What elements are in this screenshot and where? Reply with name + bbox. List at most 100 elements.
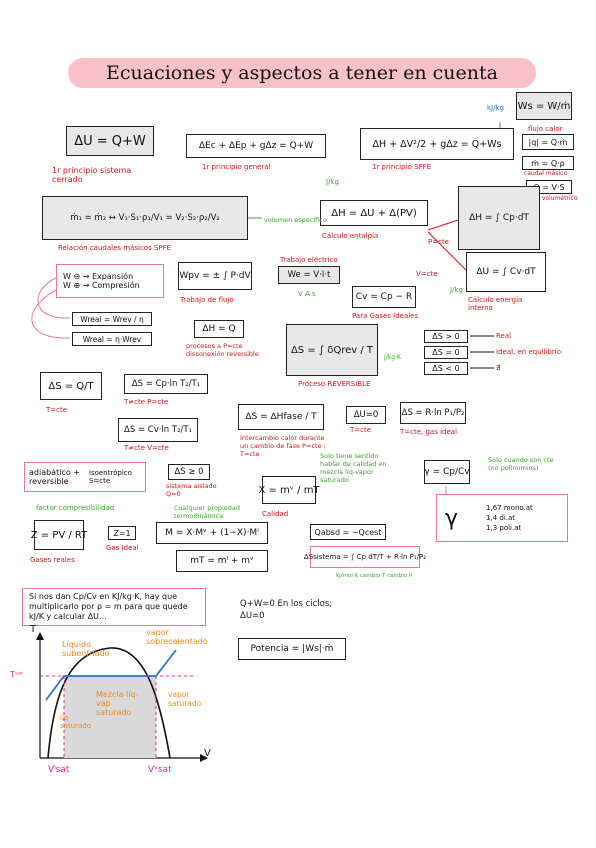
ds-neg-box: ΔS < 0 — [424, 362, 468, 375]
saturation-dome — [47, 647, 171, 759]
dh-unit: J/kg — [326, 178, 339, 186]
liq-sat-label: líq saturado — [60, 714, 92, 730]
ds-sistema-box: ΔSsistema = ∫ Cp dT/T + R·ln P₁/P₂ — [304, 546, 426, 568]
title-banner: Ecuaciones y aspectos a tener en cuenta — [68, 58, 536, 88]
volumen-especifico-note: volumen específico — [264, 216, 327, 224]
vl-sat-label: Vˡsat — [48, 765, 70, 775]
du-cv-box: ΔU = ∫ Cv·dT — [466, 252, 546, 292]
ds-cv-box: ΔS = Cv·ln T₂/T₁ — [118, 418, 198, 442]
solo-tiene-note: Solo tiene sentido hablar de calidad en … — [320, 452, 387, 484]
ds-r-note: T=cte, gas ideal — [400, 428, 458, 436]
qabs-box: Qabsd = −Qcest — [310, 524, 386, 540]
z1-box: Z=1 — [108, 526, 136, 540]
vapor-sat-label: vapor saturado — [168, 690, 202, 708]
ds-qt-note: T=cte — [46, 406, 68, 414]
du-note: Cálculo energía interna — [468, 296, 523, 312]
ds-fase-note: Intercambio calor durante un cambio de f… — [240, 434, 326, 458]
ds-zero-note: Ideal, en equilibrio — [496, 348, 562, 356]
isobar — [45, 649, 177, 701]
z-box: Z = PV / RT — [31, 520, 87, 550]
spfe-box: ΔH + ΔV²/2 + gΔz = Q+Ws — [360, 128, 514, 160]
gamma-poli: 1,3 poli.at — [486, 524, 522, 532]
isoentropico-text: isoentrópico S=cte — [89, 469, 132, 485]
ds0-box: ΔU=0 — [346, 406, 386, 424]
tsat-label: Tˢᵃᵗ — [10, 670, 24, 679]
cp-cv-text: Si nos dan Cp/Cv en KJ/kg·K, hay que mul… — [29, 592, 188, 621]
z-note: Gases reales — [30, 556, 75, 564]
adiabatico-box: adiabático + reversible isoentrópico S=c… — [24, 462, 146, 492]
v-cte-label: V=cte — [416, 270, 438, 278]
dh-cp-box: ΔH = ∫ Cp·dT — [458, 186, 540, 250]
gamma-condition: Solo cuando son cte (no polinomios) — [488, 456, 554, 472]
ciclos-text: Q+W=0 En los ciclos; ΔU=0 — [240, 599, 333, 621]
diagram-y-label: T — [30, 624, 37, 635]
ds-qt-box: ΔS = Q/T — [40, 372, 102, 400]
entropy-rev-unit: J/kg·K — [384, 354, 401, 361]
x-axis-arrow — [200, 754, 208, 762]
wreal-rend1-box: Wreal = Wrev / η — [72, 312, 152, 326]
mt-box: mT = mˡ + mᵛ — [176, 550, 268, 572]
w-flujo-note: Trabajo de flujo — [180, 296, 234, 304]
caudales-note: Relación caudales másicos SPFE — [58, 244, 172, 252]
x-box: X = mᵛ / mT — [258, 476, 320, 504]
vv-sat-label: Vᵛsat — [148, 765, 172, 775]
arrow-wreal2 — [31, 289, 71, 339]
ds-sistema-notes: kJ/mol·K cambio T cambio P — [336, 573, 413, 579]
du-unit: J/kg — [450, 286, 463, 294]
gamma-box: γ = Cp/Cv — [424, 460, 470, 484]
ds-cv-note: T≠cte V=cte — [124, 444, 169, 452]
flujo-calor-box: |q| = Q·ṁ — [522, 134, 574, 150]
cualquier-note: Cualquier propiedad termodinámica — [174, 504, 241, 520]
first-general-box: ΔEc + ΔEp + gΔz = Q+W — [186, 134, 326, 158]
x-note: Calidad — [262, 510, 289, 518]
trabajo-electrico-label: Trabajo eléctrico — [280, 256, 338, 264]
ws-equation: Ws = W/ṁ — [516, 92, 572, 120]
w-expansion: W ⊖ → Expansión — [63, 272, 134, 281]
gamma-values-box: γ 1,67 mono.at 1,4 di.at 1,3 poli.at — [436, 494, 568, 542]
caudal-masico-note: caudal másico — [524, 170, 568, 177]
gamma-mono: 1,67 mono.at — [486, 504, 533, 512]
potencia-box: Potencia = |Ws|·ṁ — [238, 638, 346, 660]
entropy-rev-note: Proceso REVERSIBLE — [298, 380, 371, 388]
mezcla-label: Mezcla líq-vap saturado — [96, 690, 139, 717]
ws-unit: kJ/kg — [487, 104, 504, 112]
trabajo-electrico-units: V A s — [298, 290, 316, 298]
caudal-masico-box: ṁ = Q·ρ — [522, 156, 574, 170]
vapor-sob-label: vapor sobrecalentado — [146, 628, 208, 646]
w-compresion: W ⊕ → Compresión — [63, 281, 140, 290]
entropy-rev-box: ΔS = ∫ δQrev / T — [286, 324, 378, 376]
flujo-calor-label: flujo calor — [528, 125, 563, 133]
factor-compr-note: factor compresibilidad — [36, 504, 115, 512]
dh-q-box: ΔH = Q — [194, 320, 244, 338]
arrow-pcte — [427, 219, 459, 231]
ds-r-box: ΔS = R·ln P₁/P₂ — [400, 402, 466, 424]
first-law-box: ΔU = Q+W — [66, 126, 154, 156]
ds-cp-box: ΔS = Cp·ln T₂/T₁ — [124, 374, 208, 394]
wreal-rend2-box: Wreal = η·Wrev — [72, 332, 152, 346]
arrow-wreal1 — [37, 277, 71, 319]
gases-ideales-note: Para Gases Ideales — [352, 312, 419, 320]
dh-q-note: procesos a P=cte disconexión reversible — [186, 342, 259, 358]
ds-aislado-note: sistema aislado Q=0 — [166, 482, 217, 498]
trabajo-electrico-box: We = V·I·t — [278, 266, 340, 284]
y-axis-arrow — [36, 632, 44, 640]
first-law-note: 1r principio sistema cerrado — [52, 166, 132, 184]
ds-neg-note: ∄ — [496, 364, 501, 372]
page-title: Ecuaciones y aspectos a tener en cuenta — [106, 62, 498, 84]
caudal-vol-note: caudal volumétrico — [520, 195, 578, 202]
enthalpy-box: ΔH = ΔU + Δ(PV) — [320, 200, 428, 226]
liquido-sub-label: Líquido subenfriado — [62, 640, 110, 658]
enthalpy-note: Cálculo entalpía — [322, 232, 379, 240]
m-prop-box: M = X·Mᵛ + (1−X)·Mˡ — [156, 522, 268, 544]
ds-cp-note: T≠cte P=cte — [124, 398, 169, 406]
gamma-di: 1,4 di.at — [486, 514, 516, 522]
spfe-note: 1r principio SPFE — [372, 163, 432, 171]
w-sign-box: W ⊖ → Expansión W ⊕ → Compresión — [56, 264, 164, 298]
ds-fase-box: ΔS = ΔHfase / T — [238, 404, 324, 430]
arrow-vcte — [427, 231, 467, 271]
ds-pos-box: ΔS > 0 — [424, 330, 468, 343]
mezcla-region — [64, 676, 156, 758]
w-flujo-box: Wpv = ± ∫ P·dV — [178, 262, 252, 290]
